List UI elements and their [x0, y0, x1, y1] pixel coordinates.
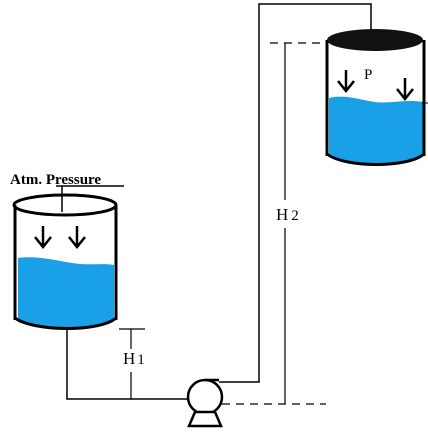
pressurized-tank-bottom	[326, 152, 425, 166]
open-tank-rim	[12, 193, 118, 217]
pump-base	[187, 410, 223, 428]
down-arrow-icon	[396, 78, 414, 102]
pump-casing	[186, 378, 224, 416]
h1-dimension	[119, 328, 145, 399]
suction-pipe	[66, 330, 190, 400]
down-arrow-icon	[34, 226, 52, 250]
pipe	[66, 3, 372, 400]
pump	[186, 378, 224, 428]
atm-pressure-label: Atm. Pressure	[10, 172, 101, 188]
pressure-label: P	[364, 67, 372, 83]
pressurized-tank	[325, 29, 426, 166]
down-arrow-icon	[68, 226, 86, 250]
open-tank-water	[18, 257, 114, 328]
pressurized-tank-lid	[327, 29, 423, 51]
h2-dimension	[222, 42, 327, 405]
discharge-pipe	[219, 3, 372, 383]
down-arrow-icon	[337, 70, 355, 94]
open-tank	[12, 185, 124, 330]
open-tank-bottom	[14, 316, 117, 330]
pressurized-tank-water	[329, 96, 423, 165]
